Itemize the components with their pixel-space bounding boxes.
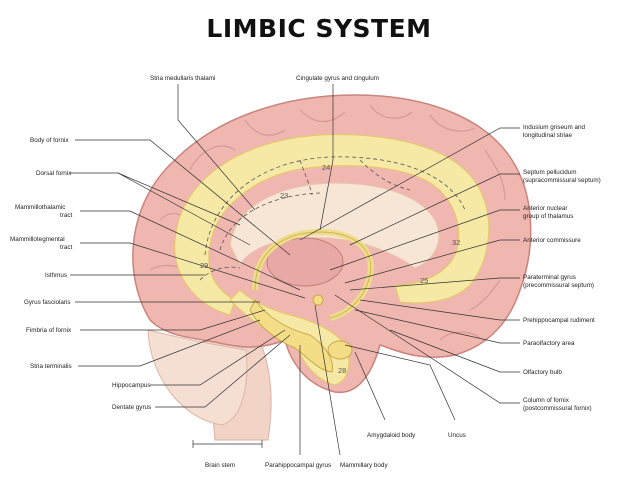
label-body-of-fornix: Body of fornix [30, 137, 69, 144]
area-number-28: 28 [338, 366, 346, 375]
label-dentate-gyrus: Dentate gyrus [112, 404, 151, 411]
label-indusium-griseum: Indusium griseum and [523, 124, 585, 131]
label-stria-medullaris: Stria medullaris thalami [150, 75, 215, 82]
label-olfactory-bulb: Olfactory bulb [523, 369, 562, 376]
leader-lines [70, 84, 520, 456]
area-number-32: 32 [452, 238, 460, 247]
area-number-23: 23 [280, 191, 288, 200]
label-prehippocampal-rudiment: Prehippocampal rudiment [523, 317, 595, 324]
label-fimbria-of-fornix: Fimbria of fornix [26, 327, 72, 334]
label-anterior-commissure: Anterior commissure [523, 237, 581, 244]
label-cingulate-gyrus: Cingulate gyrus and cingulum [296, 75, 379, 82]
label-stria-terminalis: Stria terminalis [30, 363, 72, 370]
label-mammillothalamic: Mammillothalamic [15, 204, 65, 211]
area-number-29: 29 [200, 261, 208, 270]
label-anterior-nuclear: Anterior nuclear [523, 205, 567, 212]
label-mammillotegmental-tract: tract [60, 244, 72, 251]
label-septum-pellucidum: Septum pellucidum [523, 169, 577, 176]
label-uncus: Uncus [448, 432, 466, 439]
label-parahippocampal-gyrus: Parahippocampal gyrus [265, 462, 331, 469]
thalamus-shape [266, 237, 344, 287]
label-postcommissural-fornix: (postcommissural fornix) [523, 405, 592, 412]
label-group-of-thalamus: group of thalamus [523, 213, 573, 220]
page-title: LIMBIC SYSTEM [206, 14, 432, 43]
label-amygdaloid-body: Amygdaloid body [367, 432, 416, 439]
label-brain-stem: Brain stem [205, 462, 235, 469]
label-mammillothalamic-tract: tract [60, 212, 72, 219]
label-longitudinal-striae: longitudinal striae [523, 132, 573, 139]
label-hippocampus: Hippocampus [112, 382, 151, 389]
label-dorsal-fornix: Dorsal fornix [36, 170, 72, 177]
label-paraolfactory-area: Paraolfactory area [523, 340, 575, 347]
label-isthmus: Isthmus [45, 272, 67, 279]
area-number-25: 25 [420, 276, 428, 285]
mammillary-body-shape [312, 294, 324, 306]
label-paraterminal-gyrus: Paraterminal gyrus [523, 274, 576, 281]
label-precommissural-septum: (precommissural septum) [523, 282, 594, 289]
area-boundaries [199, 156, 466, 281]
amygdala-shape [327, 340, 353, 360]
label-mammillotegmental: Mammillotegmental [10, 236, 65, 243]
hippocampus-shape [249, 299, 334, 373]
label-mammillary-body: Mammillary body [340, 462, 388, 469]
label-supracommissural-septum: (supracommissural septum) [523, 177, 601, 184]
area-number-24: 24 [322, 163, 330, 172]
label-gyrus-fasciolaris: Gyrus fasciolaris [24, 299, 71, 306]
label-column-of-fornix: Column of fornix [523, 397, 570, 404]
